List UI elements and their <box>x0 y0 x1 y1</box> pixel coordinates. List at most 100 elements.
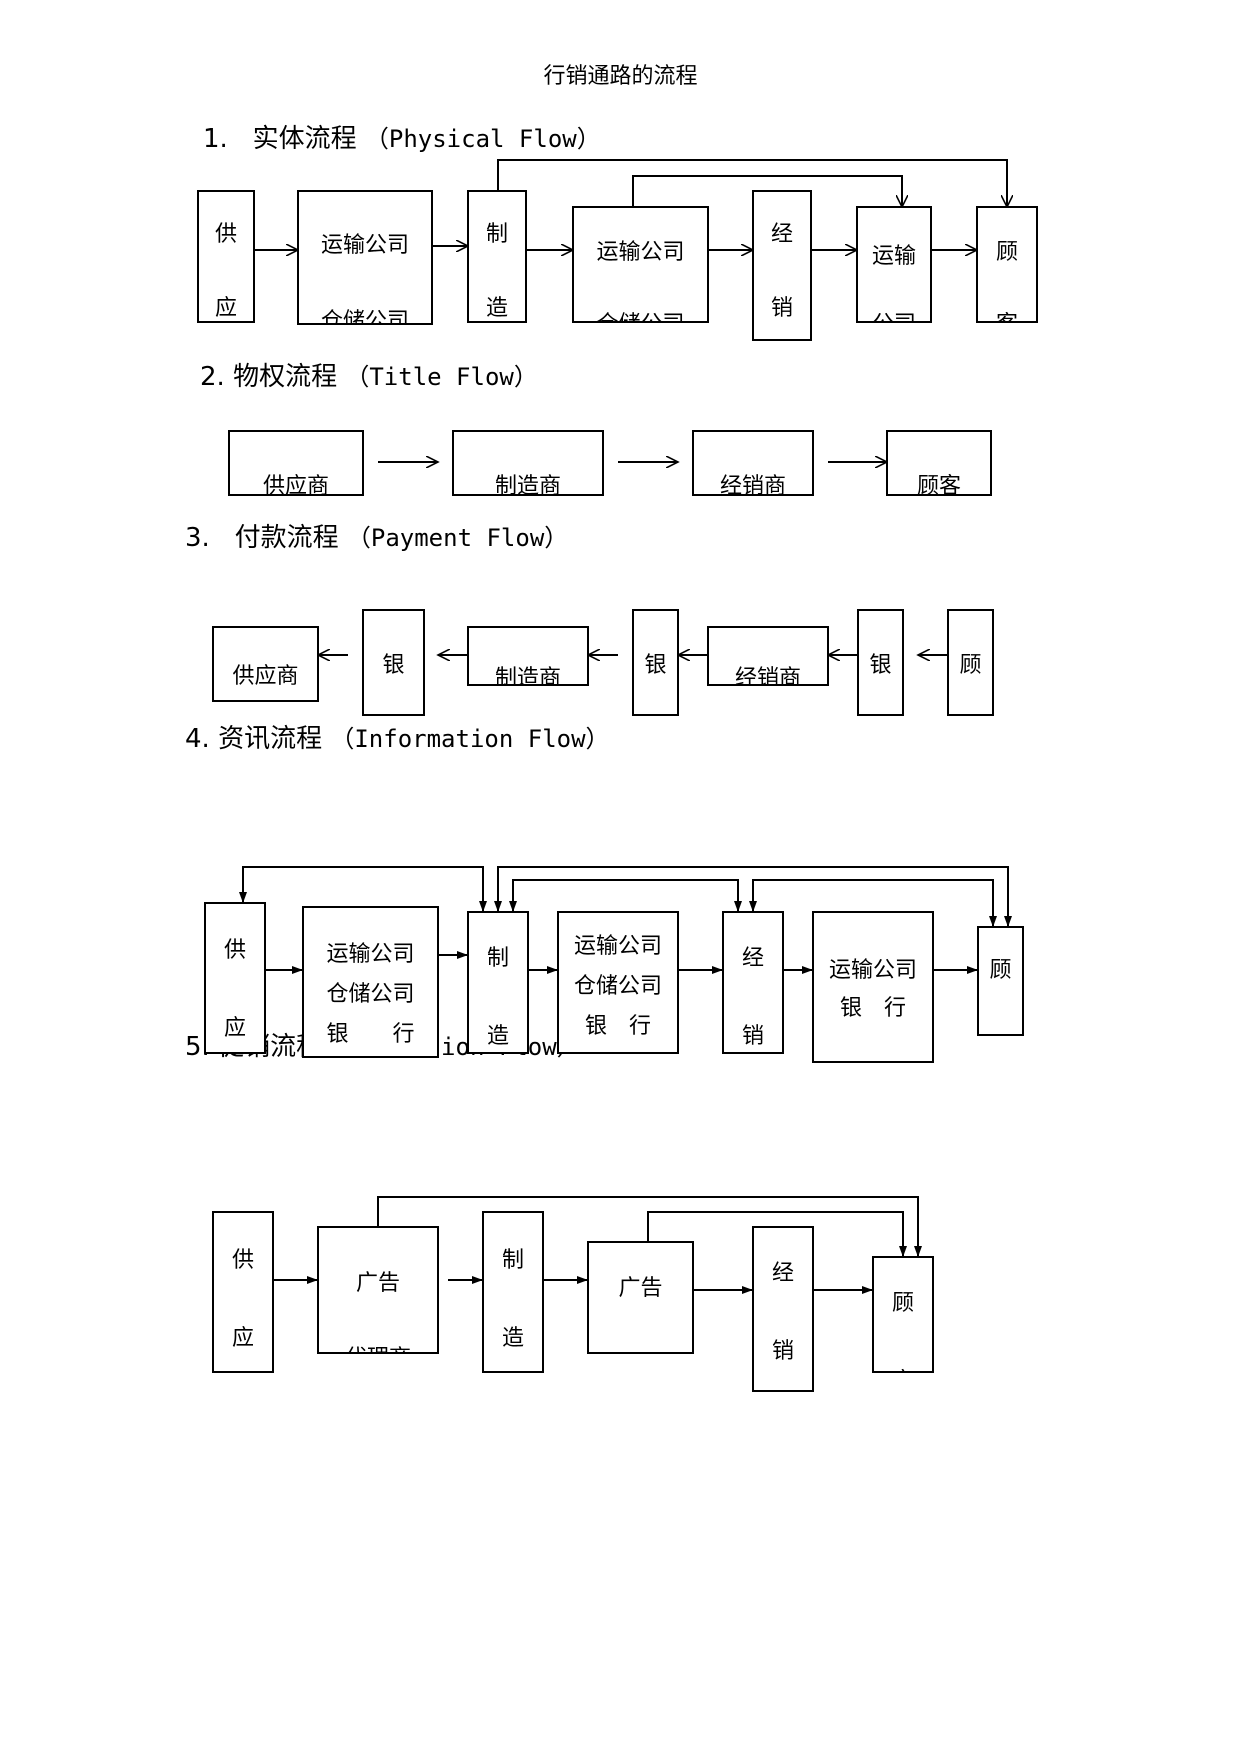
section-title-cn: 实体流程 <box>252 124 357 154</box>
node-labels: 经销 <box>742 946 764 1049</box>
flow-nodes: 供应运输公司仓储公司制造运输公司仓储公司经销运输公司顾客供应商制造商经销商顾客供… <box>197 190 1038 1392</box>
flow-arrow <box>243 866 487 912</box>
node-s2-dealer: 经销商 <box>692 430 814 499</box>
node-label: 销 <box>772 1339 794 1364</box>
node-s3-bank3: 银行 <box>857 609 904 716</box>
node-label: 经 <box>771 222 793 247</box>
node-label: 代理商 <box>345 1346 411 1371</box>
node-label: 销 <box>771 296 793 321</box>
node-box <box>362 609 425 716</box>
node-s3-customer: 顾客 <box>947 609 994 716</box>
node-labels: 供应 <box>232 1248 254 1351</box>
node-label: 供 <box>232 1248 254 1273</box>
node-s1-supplier: 供应 <box>197 190 255 323</box>
node-s1-dealer: 经销 <box>752 190 812 341</box>
node-label: 运输公司 <box>574 934 662 959</box>
node-box <box>632 609 679 716</box>
flow-arrow <box>647 1211 907 1257</box>
node-box <box>886 430 992 496</box>
node-label: 运输公司 <box>596 240 684 265</box>
node-box <box>707 626 829 686</box>
node-box <box>976 206 1038 323</box>
section-1-title: 1. 实体流程 （Physical Flow） <box>203 118 601 155</box>
node-label: 运输公司 <box>829 958 917 983</box>
node-box <box>587 1241 694 1354</box>
node-label: 客 <box>996 312 1018 337</box>
node-label: 银 行 <box>585 1014 651 1039</box>
node-s4-dealer: 经销 <box>722 911 784 1054</box>
node-s4-maker: 制造 <box>467 911 529 1054</box>
node-labels: 供应 <box>224 938 246 1041</box>
node-label: 造 <box>487 1024 509 1049</box>
node-box <box>297 190 433 325</box>
node-labels: 顾客 <box>996 240 1018 337</box>
node-labels: 经销 <box>771 222 793 321</box>
node-box <box>197 190 255 323</box>
node-s4-customer: 顾 <box>977 926 1024 1036</box>
section-title-cn: 物权流程 <box>233 362 338 392</box>
node-label: 销 <box>742 1024 764 1049</box>
node-label: 经销商 <box>720 474 786 499</box>
node-label: 银 <box>382 653 404 678</box>
node-s5-maker: 制造 <box>482 1211 544 1373</box>
node-labels: 顾客 <box>959 653 981 678</box>
node-s5-supplier: 供应 <box>212 1211 274 1373</box>
node-box <box>482 1211 544 1373</box>
node-label: 广告 <box>356 1271 400 1296</box>
node-s2-customer: 顾客 <box>886 430 992 496</box>
section-number: 4. <box>185 724 210 754</box>
node-label: 顾 <box>892 1291 914 1316</box>
node-s3-maker: 制造商 <box>467 626 589 686</box>
node-label: 仓储公司 <box>326 982 414 1007</box>
section-title-cn: 付款流程 <box>234 523 339 553</box>
node-labels: 运输公司 <box>872 244 916 337</box>
flow-arrow <box>632 175 902 207</box>
node-s5-dealer: 经销 <box>752 1226 814 1392</box>
node-box <box>467 626 589 686</box>
node-labels: 银行 <box>869 653 891 678</box>
flow-arrow <box>512 879 742 912</box>
node-label: 运输 <box>872 244 916 269</box>
node-box <box>302 906 439 1058</box>
section-4-title: 4. 资讯流程 （Information Flow） <box>185 718 610 755</box>
node-label: 制 <box>486 222 508 247</box>
node-label: 银 <box>644 653 666 678</box>
node-box <box>557 911 679 1054</box>
node-s5-customer: 顾客 <box>872 1256 934 1373</box>
node-labels: 顾 <box>989 958 1011 983</box>
flow-arrow <box>497 159 1007 207</box>
node-label: 应 <box>224 1016 246 1041</box>
node-labels: 经销 <box>772 1261 794 1364</box>
node-box <box>452 430 604 496</box>
flow-arrow <box>239 866 484 912</box>
section-number: 2. <box>200 362 225 392</box>
node-label: 造 <box>502 1326 524 1351</box>
node-label: 制造商 <box>495 474 561 499</box>
node-label: 顾 <box>959 653 981 678</box>
section-number: 3. <box>185 523 210 553</box>
section-title-en: （Title Flow） <box>345 363 538 391</box>
node-label: 公司 <box>872 312 916 337</box>
node-s1-customer: 顾客 <box>976 206 1038 337</box>
node-labels: 供应商 <box>263 474 329 495</box>
node-box <box>467 190 527 323</box>
node-label: 制 <box>487 946 509 971</box>
node-labels: 顾客 <box>892 1291 914 1372</box>
node-label: 银 行 <box>326 1022 414 1047</box>
node-labels: 制造 <box>502 1248 524 1351</box>
flow-arrow <box>494 866 1008 912</box>
node-s5-ad2: 广告 <box>587 1241 694 1354</box>
node-labels: 经销商 <box>720 474 786 499</box>
node-box <box>856 206 932 323</box>
node-label: 顾 <box>996 240 1018 265</box>
node-box <box>752 1226 814 1392</box>
